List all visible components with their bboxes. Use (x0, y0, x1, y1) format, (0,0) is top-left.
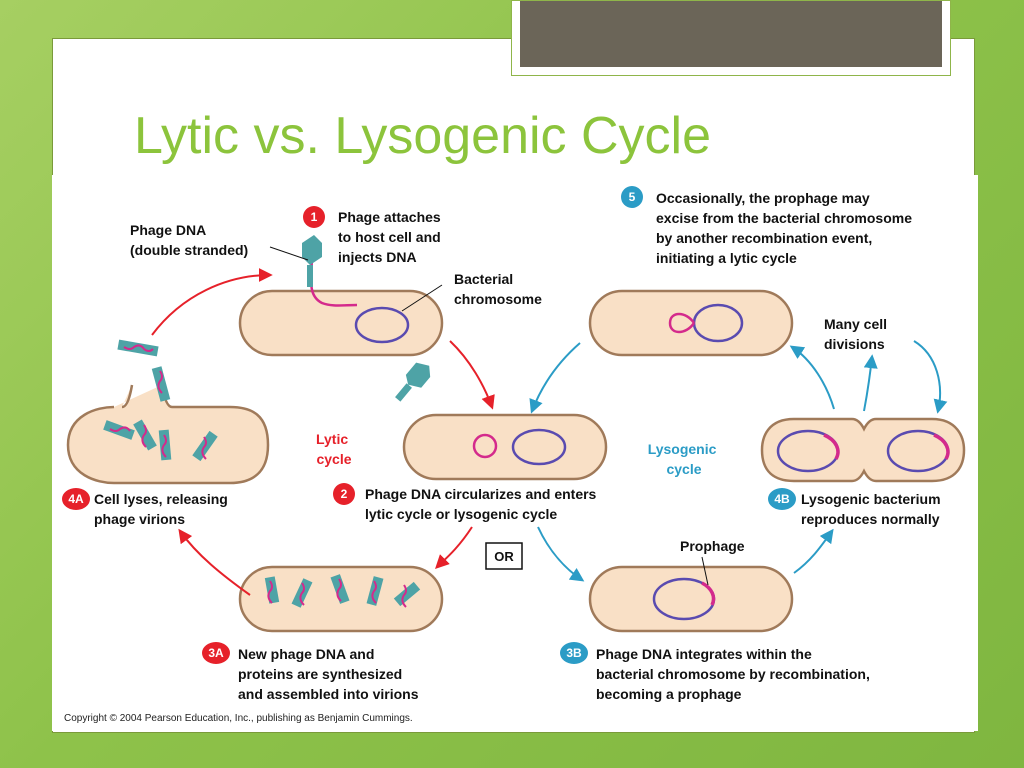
svg-text:1: 1 (311, 210, 318, 224)
badge-step4b: 4B (768, 488, 796, 510)
empty-phage-coat (395, 362, 431, 402)
prophage-segment (701, 581, 716, 606)
cell-step5 (588, 289, 794, 357)
prophage-label: Prophage (680, 538, 745, 554)
step4b-text: Lysogenic bacterium reproduces normally (801, 491, 944, 527)
cell-step3b (588, 565, 794, 633)
lytic-lysogenic-diagram: 1 2 3A 4A 3B 4B 5 Phage attaches to host… (52, 175, 978, 731)
cell-step4b (760, 417, 966, 483)
badge-step3a: 3A (202, 642, 230, 664)
title-tab-inner (520, 1, 942, 67)
lysogenic-cycle-label: Lysogenic cycle (648, 441, 721, 477)
lysogenic-arrows (529, 340, 948, 582)
step2-text: Phage DNA circularizes and enters lytic … (365, 486, 600, 522)
title-tab-decoration (511, 0, 951, 76)
excising-prophage (668, 312, 696, 334)
diagram-svg: 1 2 3A 4A 3B 4B 5 Phage attaches to host… (62, 186, 966, 724)
step1-text: Phage attaches to host cell and injects … (338, 209, 445, 265)
badge-step2: 2 (333, 483, 355, 505)
badge-step3b: 3B (560, 642, 588, 664)
svg-text:4A: 4A (68, 492, 84, 506)
svg-text:4B: 4B (774, 492, 790, 506)
step5-text: Occasionally, the prophage may excise fr… (656, 190, 916, 266)
step3b-text: Phage DNA integrates within the bacteria… (596, 646, 874, 702)
chromosome-leader (401, 284, 443, 312)
svg-text:OR: OR (494, 549, 514, 564)
cell-step2 (402, 413, 608, 481)
attached-phage (302, 235, 322, 287)
lytic-cycle-label: Lytic cycle (316, 431, 352, 467)
badge-step5: 5 (621, 186, 643, 208)
svg-text:3B: 3B (566, 646, 582, 660)
step3a-text: New phage DNA and proteins are synthesiz… (238, 646, 419, 702)
svg-text:3A: 3A (208, 646, 224, 660)
cell-step1 (238, 235, 444, 357)
bacterial-chromosome-label: Bacterial chromosome (454, 271, 542, 307)
phage-dna-label: Phage DNA (double stranded) (130, 222, 248, 258)
step4a-text: Cell lyses, releasing phage virions (94, 491, 232, 527)
cell-step4a-lysing (66, 339, 270, 485)
lytic-arrows (151, 268, 495, 596)
copyright-text: Copyright © 2004 Pearson Education, Inc.… (64, 713, 413, 724)
many-cell-divisions-label: Many cell divisions (824, 316, 891, 352)
circular-phage-dna (472, 433, 498, 459)
svg-text:2: 2 (341, 487, 348, 501)
badge-step1: 1 (303, 206, 325, 228)
bacterial-chromosome (354, 306, 410, 344)
badge-step4a: 4A (62, 488, 90, 510)
slide-title: Lytic vs. Lysogenic Cycle (134, 107, 712, 165)
prophage-leader (701, 556, 709, 586)
cell-step3a (238, 565, 444, 633)
svg-text:5: 5 (629, 190, 636, 204)
phage-dna-leader (269, 246, 309, 261)
or-box: OR (485, 542, 523, 570)
